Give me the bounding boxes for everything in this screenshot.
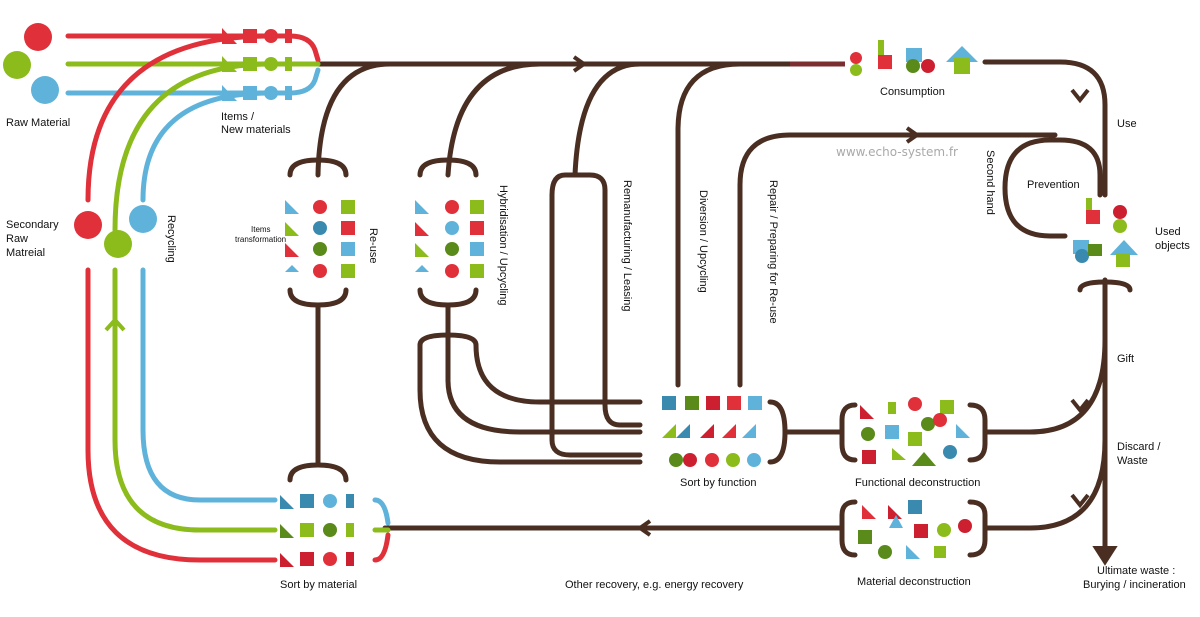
secondary-raw-label-1: Secondary <box>6 219 59 231</box>
secondary-raw-circles <box>74 205 157 258</box>
second-hand-label: Second hand <box>984 150 996 215</box>
arrow-second-hand <box>905 126 921 144</box>
secondary-raw-label-2: Raw <box>6 233 28 245</box>
functional-deconstruction-shapes <box>860 397 970 466</box>
sort-by-material-shapes <box>280 494 354 567</box>
material-deconstruction-label: Material deconstruction <box>857 576 971 588</box>
secondary-raw-label-3: Matreial <box>6 247 45 259</box>
arrow-other-recovery-left <box>636 519 652 537</box>
gift-label: Gift <box>1117 353 1134 365</box>
consumption-label: Consumption <box>880 86 945 98</box>
other-recovery-label: Other recovery, e.g. energy recovery <box>565 579 744 591</box>
reuse-shapes <box>285 200 355 278</box>
arrow-use-down <box>1070 88 1090 104</box>
reuse-label: Re-use <box>367 228 379 263</box>
raw-material-circles <box>3 23 59 104</box>
watermark: www.echo-system.fr <box>836 145 958 159</box>
main-flow-lines <box>287 59 1133 558</box>
used-objects-shapes <box>1073 198 1138 267</box>
arrow-gift-down <box>1070 398 1090 414</box>
sort-by-material-label: Sort by material <box>280 579 357 591</box>
use-label: Use <box>1117 118 1137 130</box>
remanufacturing-label: Remanufacturing / Leasing <box>621 180 633 311</box>
used-objects-label-1: Used <box>1155 226 1181 238</box>
arrow-discard-down <box>1070 493 1090 509</box>
prevention-label: Prevention <box>1027 179 1080 191</box>
items-transformation-label-1: Items <box>251 225 271 234</box>
hybridisation-shapes <box>415 200 484 278</box>
recycling-label: Recycling <box>165 215 177 263</box>
new-materials-shapes <box>222 28 292 101</box>
discard-label-1: Discard / <box>1117 441 1161 453</box>
ultimate-waste-label-2: Burying / incineration <box>1083 579 1186 591</box>
arrow-ultimate-waste <box>1092 546 1118 566</box>
items-label-2: New materials <box>221 124 291 136</box>
sort-by-function-shapes <box>662 396 762 467</box>
raw-material-label: Raw Material <box>6 117 70 129</box>
ultimate-waste-label-1: Ultimate waste : <box>1097 565 1175 577</box>
diversion-label: Diversion / Upcycling <box>697 190 709 293</box>
items-transformation-label-2: transformation <box>235 235 286 244</box>
repair-label: Repair / Preparing for Re-use <box>767 180 779 324</box>
flow-arrows <box>572 55 1118 566</box>
consumption-shapes <box>850 40 978 76</box>
material-deconstruction-shapes <box>858 500 972 559</box>
items-label-1: Items / <box>221 111 255 123</box>
sort-by-function-label: Sort by function <box>680 477 756 489</box>
arrow-top-right <box>572 55 588 73</box>
used-objects-label-2: objects <box>1155 240 1190 252</box>
functional-deconstruction-label: Functional deconstruction <box>855 477 980 489</box>
discard-label-2: Waste <box>1117 455 1148 467</box>
hybridisation-label: Hybridisation / Upcycling <box>497 185 509 305</box>
